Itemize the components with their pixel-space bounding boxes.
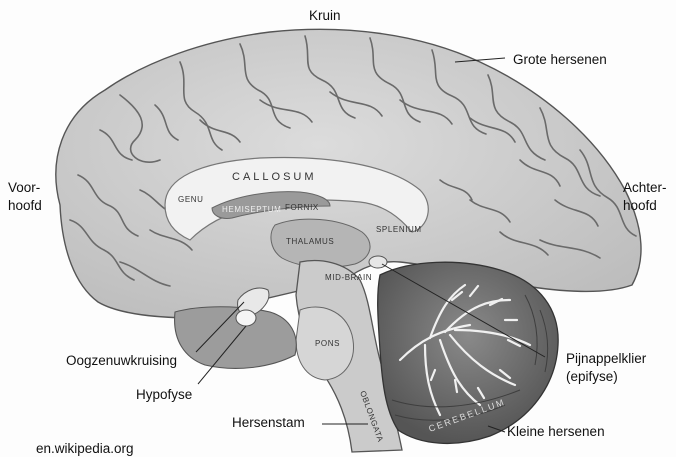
temporal-lobe	[175, 307, 297, 369]
label-top: Kruin	[309, 8, 341, 24]
label-mid-brain: MID-BRAIN	[325, 273, 372, 282]
label-pineal-1: Pijnappelklier	[566, 351, 646, 367]
label-back-2: hoofd	[623, 198, 657, 214]
label-pons: PONS	[315, 339, 340, 348]
source-credit: en.wikipedia.org	[36, 441, 134, 457]
label-back-1: Achter-	[623, 180, 667, 196]
label-thalamus: THALAMUS	[286, 237, 334, 246]
pineal-shape	[369, 256, 387, 268]
label-pituitary: Hypofyse	[136, 387, 192, 403]
label-front-1: Voor-	[8, 180, 40, 196]
pituitary-shape	[236, 310, 256, 326]
label-front-2: hoofd	[8, 198, 42, 214]
label-cerebellum: Kleine hersenen	[507, 424, 605, 440]
label-hemiseptum: HEMISEPTUM	[222, 205, 281, 214]
label-brainstem: Hersenstam	[232, 415, 305, 431]
label-fornix: FORNIX	[285, 203, 319, 212]
label-cerebrum: Grote hersenen	[513, 52, 607, 68]
label-genu: GENU	[178, 195, 204, 204]
label-splenium: SPLENIUM	[376, 225, 422, 234]
label-optic-chiasm: Oogzenuwkruising	[66, 353, 177, 369]
label-callosum: CALLOSUM	[232, 171, 317, 183]
label-pineal-2: (epifyse)	[566, 369, 618, 385]
